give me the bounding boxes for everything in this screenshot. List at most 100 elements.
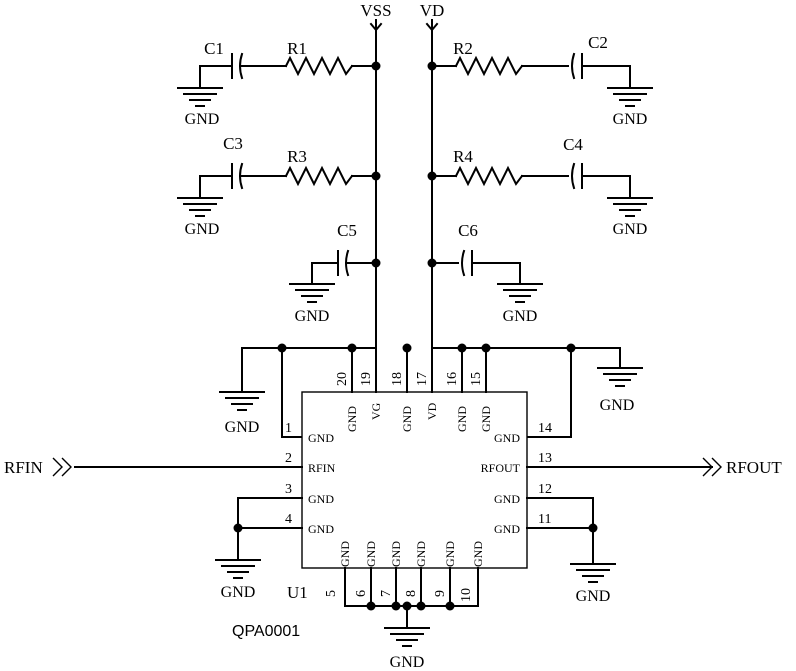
svg-text:RFIN: RFIN xyxy=(308,461,336,475)
left-pin-1: 1 GND xyxy=(285,421,334,445)
gnd-label: GND xyxy=(390,654,425,671)
gnd-symbol xyxy=(219,391,265,411)
svg-text:4: 4 xyxy=(285,512,292,527)
svg-text:2: 2 xyxy=(285,451,292,466)
bottom-pin-10: 10 GND xyxy=(459,541,485,607)
gnd-symbol xyxy=(289,283,335,303)
svg-text:GND: GND xyxy=(414,541,428,567)
svg-text:16: 16 xyxy=(445,372,460,386)
gnd-symbol xyxy=(597,367,643,387)
gnd-symbol xyxy=(215,559,261,579)
vss-label: VSS xyxy=(360,1,391,20)
svg-text:GND: GND xyxy=(494,522,520,536)
svg-text:8: 8 xyxy=(404,590,419,597)
svg-text:GND: GND xyxy=(479,406,493,432)
svg-text:GND: GND xyxy=(389,541,403,567)
svg-text:GND: GND xyxy=(494,431,520,445)
c2-label: C2 xyxy=(588,33,608,52)
gnd-label: GND xyxy=(576,588,611,605)
svg-text:3: 3 xyxy=(285,482,292,497)
top-pin-19: 19 VG xyxy=(359,347,383,420)
svg-text:9: 9 xyxy=(433,590,448,597)
c1-label: C1 xyxy=(204,39,224,58)
gnd-symbol xyxy=(177,87,223,107)
rfin-port: RFIN xyxy=(4,457,72,477)
svg-text:12: 12 xyxy=(538,482,552,497)
rfin-arrow xyxy=(52,457,63,477)
gnd-symbol xyxy=(570,563,616,583)
svg-text:GND: GND xyxy=(338,541,352,567)
left-ground: GND xyxy=(215,497,261,601)
chip-ref: U1 xyxy=(287,583,308,602)
svg-text:17: 17 xyxy=(415,372,430,386)
part-number: QPA0001 xyxy=(232,623,300,640)
svg-text:GND: GND xyxy=(364,541,378,567)
vd-label: VD xyxy=(420,1,445,20)
gnd-label: GND xyxy=(185,221,220,238)
svg-text:13: 13 xyxy=(538,451,552,466)
gnd-label: GND xyxy=(613,221,648,238)
svg-text:GND: GND xyxy=(455,406,469,432)
gnd-label: GND xyxy=(503,308,538,325)
gnd-symbol xyxy=(607,87,653,107)
svg-text:1: 1 xyxy=(285,421,292,436)
bottom-pin-9: 9 GND xyxy=(433,541,457,607)
svg-text:10: 10 xyxy=(459,588,474,602)
right-pin-12: 12 GND xyxy=(494,482,594,506)
branch-c6: C6 GND xyxy=(427,221,543,325)
right-pin-11: 11 GND xyxy=(494,512,594,536)
r4-resistor xyxy=(454,165,524,187)
rfout-label: RFOUT xyxy=(726,458,782,477)
r1-label: R1 xyxy=(287,39,307,58)
top-pin-20: 20 GND xyxy=(335,347,359,432)
top-pin-18: 18 GND xyxy=(390,347,414,432)
svg-text:GND: GND xyxy=(443,541,457,567)
svg-text:5: 5 xyxy=(324,590,339,597)
branch-r4-c4: R4 C4 GND xyxy=(427,135,653,238)
r4-label: R4 xyxy=(453,147,473,166)
right-ground: GND xyxy=(570,497,616,605)
gnd-symbol xyxy=(497,283,543,303)
r3-label: R3 xyxy=(287,147,307,166)
svg-text:VG: VG xyxy=(369,402,383,420)
top-ground-bus: GND GND xyxy=(219,343,643,438)
svg-text:GND: GND xyxy=(308,492,334,506)
svg-text:18: 18 xyxy=(390,372,405,386)
c4-plate-a xyxy=(571,162,576,190)
svg-text:7: 7 xyxy=(379,590,394,597)
right-pin-14: 14 GND xyxy=(494,421,552,445)
branch-c3-r3: C3 R3 GND xyxy=(177,134,381,238)
bottom-pin-5: 5 GND xyxy=(324,541,352,607)
svg-text:20: 20 xyxy=(335,372,350,386)
svg-text:14: 14 xyxy=(538,421,552,436)
bottom-pin-7: 7 GND xyxy=(379,541,403,607)
c5-label: C5 xyxy=(337,221,357,240)
vd-rail: VD xyxy=(420,1,445,349)
r2-resistor xyxy=(454,55,524,77)
svg-text:GND: GND xyxy=(400,406,414,432)
top-pin-17: 17 VD xyxy=(415,347,439,420)
c6-label: C6 xyxy=(458,221,478,240)
gnd-label: GND xyxy=(185,111,220,128)
top-pin-16: 16 GND xyxy=(445,347,469,432)
vss-rail: VSS xyxy=(360,1,392,349)
branch-c5: C5 GND xyxy=(289,221,381,325)
svg-text:RFOUT: RFOUT xyxy=(481,461,521,475)
c2-plate-a xyxy=(571,52,576,80)
right-pin-13: 13 RFOUT xyxy=(481,451,713,475)
left-pin-2: 2 RFIN xyxy=(74,451,336,475)
r3-resistor xyxy=(284,165,354,187)
gnd-symbol xyxy=(607,197,653,217)
gnd-label: GND xyxy=(221,584,256,601)
gnd-label: GND xyxy=(600,397,635,414)
svg-text:19: 19 xyxy=(359,372,374,386)
left-pin-4: 4 GND xyxy=(237,512,334,536)
svg-text:VD: VD xyxy=(425,402,439,420)
svg-text:GND: GND xyxy=(471,541,485,567)
chip-u1: 20 GND 19 VG 18 GND 17 VD 16 GND 1 5 GND xyxy=(74,347,713,640)
rfout-port: RFOUT xyxy=(702,457,782,477)
rfout-arrow xyxy=(702,457,713,477)
rfin-label: RFIN xyxy=(4,458,43,477)
c3-label: C3 xyxy=(223,134,243,153)
